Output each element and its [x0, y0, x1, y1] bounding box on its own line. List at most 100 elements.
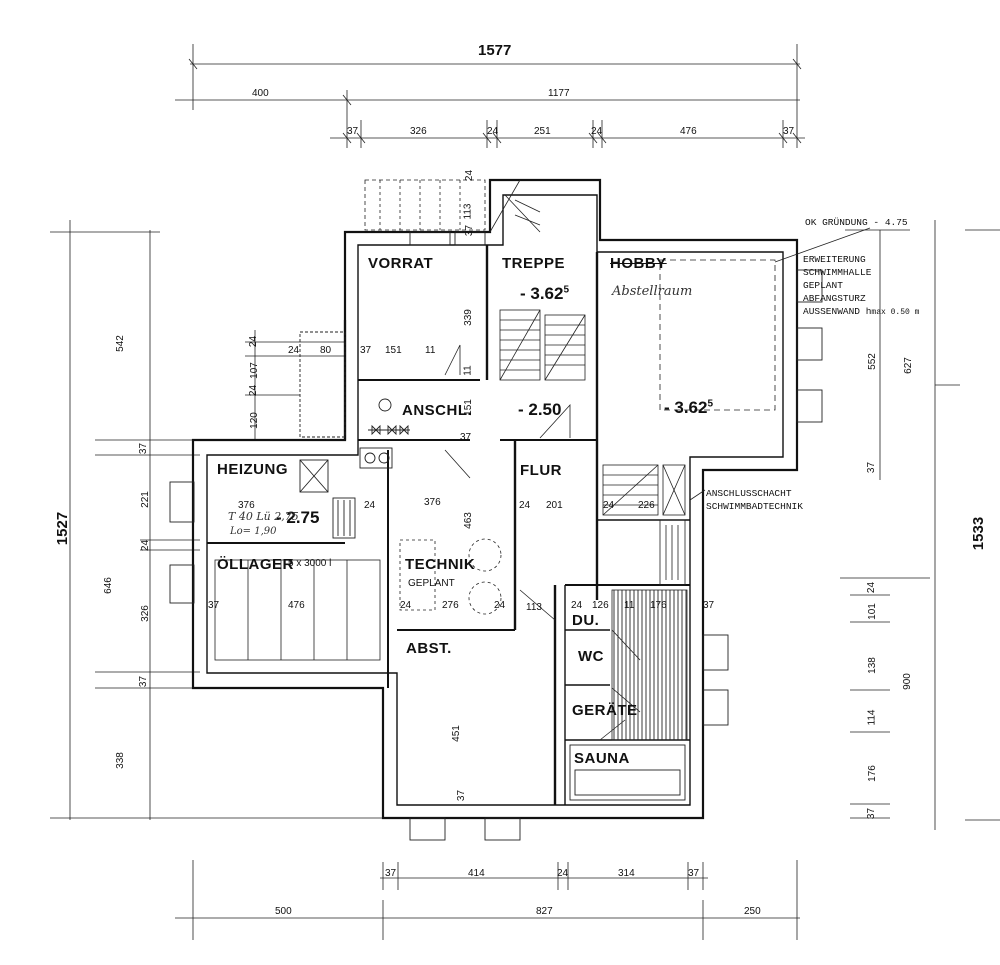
dim-annex-80: 80 [320, 345, 332, 356]
dim-top-400: 400 [252, 88, 269, 99]
dim-left-overall: 1527 [54, 511, 72, 546]
staircase [364, 179, 686, 586]
dim-technik-463: 463 [462, 512, 474, 529]
note-erweiterung: ERWEITERUNG SCHWIMMHALLE GEPLANT ABFANGS… [803, 253, 919, 319]
room-label-abst: ABST. [406, 640, 452, 657]
dim-san-176: 176 [650, 600, 667, 611]
dim-abst-451: 451 [450, 725, 462, 742]
room-label-anschl: ANSCHL. [402, 402, 473, 419]
dim-flur-24: 24 [519, 500, 531, 511]
dim-technik-276: 276 [442, 600, 459, 611]
dim-left-inner-107: 107 [248, 362, 260, 379]
dim-top-overall: 1577 [478, 42, 512, 59]
note-schacht-2: SCHWIMMBADTECHNIK [706, 501, 803, 512]
dim-left-221: 221 [139, 491, 151, 508]
dim-vorrat-11b: 11 [462, 365, 474, 376]
dim-left-37a: 37 [138, 442, 150, 455]
room-label-technik: TECHNIK [405, 556, 476, 573]
level-treppe-sup: 5 [563, 284, 570, 296]
room-label-heizung: HEIZUNG [217, 461, 288, 478]
dim-vorrat-37: 37 [360, 345, 372, 356]
dim-top-r3-5: 476 [680, 126, 697, 137]
dim-top-r3-0: 37 [347, 126, 359, 137]
level-hobby: - 3.625 [664, 398, 713, 418]
dim-abst-113: 113 [526, 602, 542, 613]
dim-heizung-376: 376 [238, 500, 255, 511]
dim-hall-226: 226 [638, 500, 655, 511]
dim-vorrat-151: 151 [385, 345, 402, 356]
level-flur: - 2.50 [518, 400, 562, 419]
room-sub-technik: GEPLANT [408, 578, 455, 589]
room-label-vorrat: VORRAT [368, 255, 434, 272]
dim-top-r3-4: 24 [591, 126, 603, 137]
sauna-bench [569, 744, 686, 801]
boiler [299, 447, 393, 539]
dim-technik-376: 376 [424, 497, 441, 508]
dim-left-24: 24 [140, 539, 152, 552]
room-label-wc: WC [578, 648, 604, 665]
dim-bot-r2-0: 500 [275, 906, 292, 917]
room-handwritten-abstellraum: Abstellraum [612, 284, 693, 299]
room-label-du: DU. [572, 612, 600, 629]
dim-san-37: 37 [703, 600, 715, 611]
note-gruendung: OK GRÜNDUNG - 4.75 [805, 217, 908, 228]
dim-right-37b: 37 [866, 807, 878, 820]
leader-lines [689, 227, 910, 501]
dim-hall-24: 24 [603, 500, 615, 511]
building-walls [191, 178, 799, 820]
dim-left-338: 338 [114, 752, 126, 769]
level-heizung: - 2.75 [276, 508, 320, 527]
technik-equipment [399, 538, 502, 615]
dim-right-overall: 1533 [970, 516, 988, 551]
dim-san-24: 24 [571, 600, 583, 611]
dim-top-1177: 1177 [548, 88, 570, 99]
dim-bot-r1-1: 414 [468, 868, 485, 879]
dim-right-176: 176 [866, 765, 878, 782]
hatched-tile-area [611, 589, 688, 741]
room-label-sauna: SAUNA [574, 750, 630, 767]
dim-stair-37: 37 [464, 224, 476, 237]
dim-technik-24b: 24 [494, 600, 506, 611]
note-line-1: ERWEITERUNG [803, 254, 866, 265]
note-hmax: max 0.50 m [871, 308, 920, 317]
dim-vorrat-11: 11 [425, 345, 436, 356]
level-treppe: - 3.625 [520, 284, 569, 304]
dim-bot-r1-0: 37 [385, 868, 397, 879]
dimension-lines [50, 44, 1000, 940]
level-hobby-value: - 3.62 [664, 398, 708, 417]
dim-right-101: 101 [866, 603, 878, 620]
room-label-treppe: TREPPE [502, 255, 566, 272]
dim-annex-24: 24 [288, 345, 300, 356]
dim-left-646: 646 [102, 577, 114, 594]
connection-valves [368, 398, 410, 436]
dim-right-114: 114 [866, 709, 878, 726]
dim-right-900: 900 [901, 673, 913, 690]
hobby-planned-outline [659, 259, 776, 411]
room-label-geraete: GERÄTE [572, 702, 638, 719]
dim-abst-37: 37 [456, 789, 468, 802]
room-label-hobby: HOBBY [610, 255, 667, 272]
dim-top-r3-3: 251 [534, 126, 551, 137]
dim-right-138: 138 [866, 657, 878, 674]
dim-right-552: 552 [866, 353, 878, 370]
dim-top-r3-6: 37 [783, 126, 795, 137]
dim-bot-r2-1: 827 [536, 906, 553, 917]
dim-bot-r1-3: 314 [618, 868, 635, 879]
dim-vorrat-339: 339 [462, 309, 474, 326]
dim-anschl-151: 151 [462, 399, 474, 416]
windows [169, 231, 823, 841]
dim-left-inner-120: 120 [248, 412, 260, 429]
dim-oellager-476: 476 [288, 600, 305, 611]
dim-san-11: 11 [624, 600, 635, 611]
dim-technik-24a: 24 [400, 600, 412, 611]
room-label-oellager: ÖLLAGER [217, 556, 294, 573]
dim-oellager-37: 37 [208, 600, 220, 611]
dim-left-326: 326 [139, 605, 151, 622]
note-line-3: GEPLANT [803, 280, 843, 291]
dim-left-542: 542 [114, 335, 126, 352]
note-schacht: ANSCHLUSSCHACHT SCHWIMMBADTECHNIK [706, 487, 803, 513]
dim-left-inner-24b: 24 [248, 384, 260, 397]
dim-right-37a: 37 [866, 461, 878, 474]
note-line-5-text: AUSSENWAND h [803, 306, 872, 317]
